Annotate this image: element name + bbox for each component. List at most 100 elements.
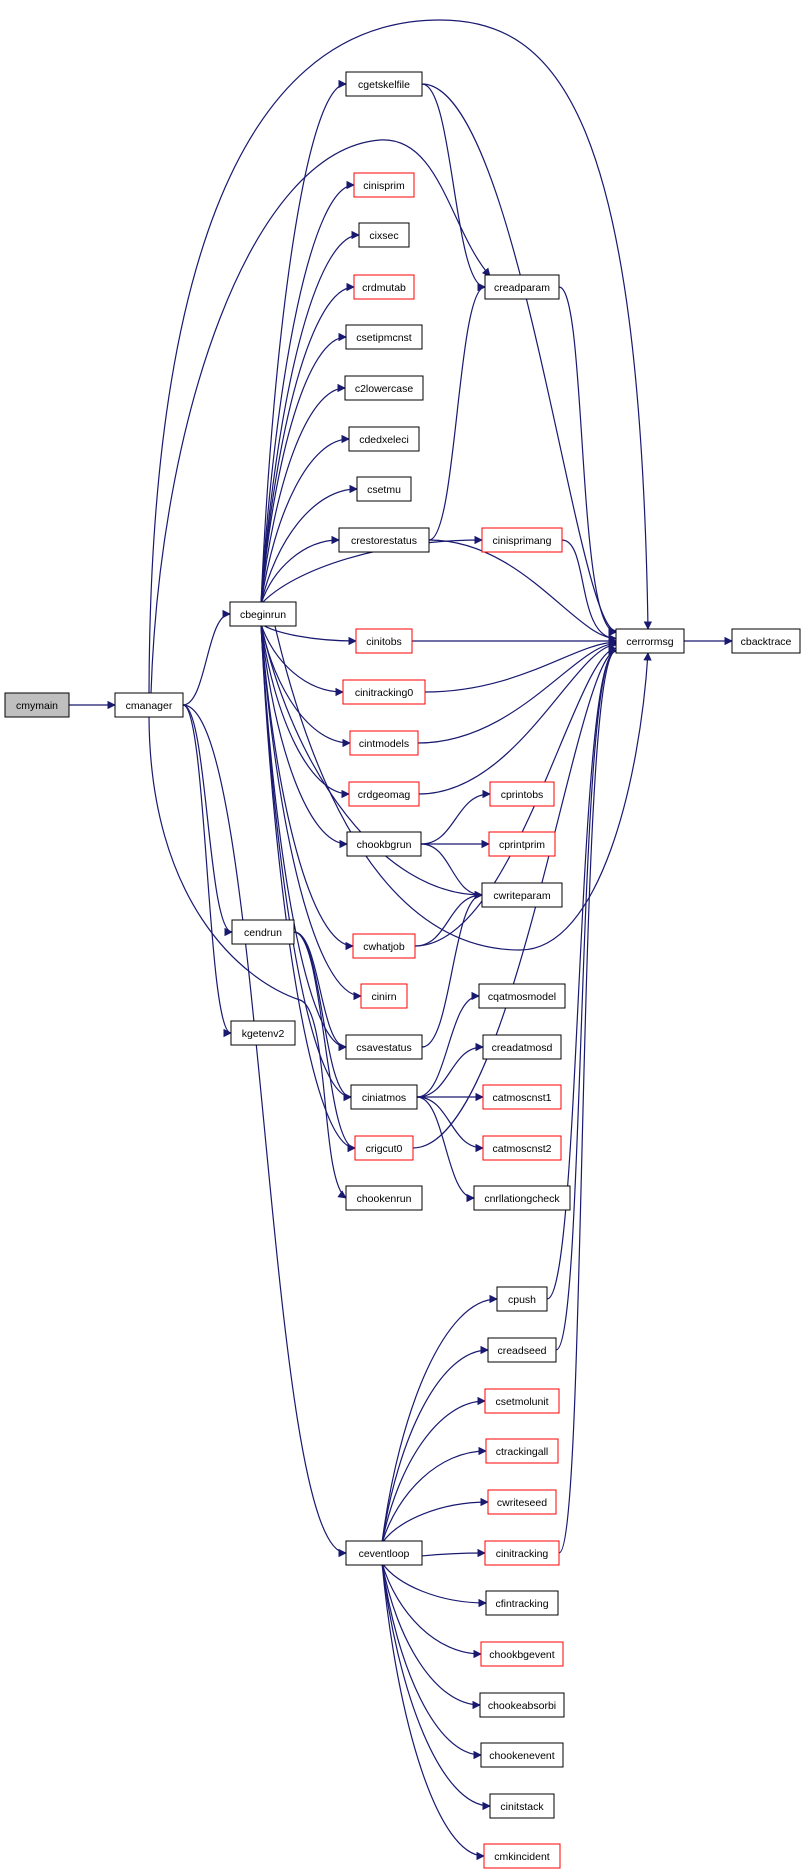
node-box-cmymain[interactable] [4,692,70,718]
node-chookenevent[interactable]: chookenevent [480,1742,564,1768]
node-box-crdgeomag[interactable] [348,781,420,807]
node-creadparam[interactable]: creadparam [484,274,560,300]
node-cinirn[interactable]: cinirn [360,983,408,1009]
node-box-cinitracking[interactable] [484,1540,560,1566]
node-box-catmoscnst2[interactable] [482,1135,562,1161]
node-cinitracking[interactable]: cinitracking [484,1540,560,1566]
node-box-crestorestatus[interactable] [338,527,430,553]
node-chookeabsorbi[interactable]: chookeabsorbi [479,1692,565,1718]
node-box-ciniatmos[interactable] [350,1084,418,1110]
node-box-cerrormsg[interactable] [615,628,685,654]
node-ceventloop[interactable]: ceventloop [345,1540,423,1566]
node-cnrllationgcheck[interactable]: cnrllationgcheck [473,1185,571,1211]
node-box-cmkincident[interactable] [483,1843,561,1869]
node-box-crdmutab[interactable] [353,274,415,300]
node-cprintprim[interactable]: cprintprim [488,831,556,857]
node-box-kgetenv2[interactable] [230,1020,296,1046]
node-cmanager[interactable]: cmanager [114,692,184,718]
node-box-cixsec[interactable] [358,222,410,248]
node-c2lowercase[interactable]: c2lowercase [344,375,424,401]
node-box-cprintprim[interactable] [488,831,556,857]
node-box-cinitstack[interactable] [489,1793,555,1819]
node-box-cinirn[interactable] [360,983,408,1009]
node-box-chookbgrun[interactable] [346,831,422,857]
node-chookbgevent[interactable]: chookbgevent [480,1641,564,1667]
node-cfintracking[interactable]: cfintracking [485,1590,559,1616]
node-box-cnrllationgcheck[interactable] [473,1185,571,1211]
node-cinitracking0[interactable]: cinitracking0 [342,679,426,705]
node-box-cgetskelfile[interactable] [345,71,423,97]
node-box-creadseed[interactable] [487,1337,557,1363]
node-box-cmanager[interactable] [114,692,184,718]
node-cendrun[interactable]: cendrun [231,919,295,945]
node-crigcut0[interactable]: crigcut0 [354,1135,414,1161]
node-box-cpush[interactable] [496,1286,548,1312]
node-box-cwhatjob[interactable] [352,933,416,959]
node-box-cendrun[interactable] [231,919,295,945]
node-catmoscnst1[interactable]: catmoscnst1 [482,1084,562,1110]
node-cgetskelfile[interactable]: cgetskelfile [345,71,423,97]
node-cerrormsg[interactable]: cerrormsg [615,628,685,654]
node-box-c2lowercase[interactable] [344,375,424,401]
node-box-cprintobs[interactable] [489,781,555,807]
node-box-chookeabsorbi[interactable] [479,1692,565,1718]
node-box-csavestatus[interactable] [345,1034,423,1060]
node-box-csetmolunit[interactable] [484,1388,560,1414]
node-csetmu[interactable]: csetmu [356,476,412,502]
node-box-chookenrun[interactable] [345,1185,423,1211]
node-box-cintmodels[interactable] [349,730,419,756]
node-box-catmoscnst1[interactable] [482,1084,562,1110]
node-box-cdedxeleci[interactable] [348,426,420,452]
node-cinisprim[interactable]: cinisprim [353,172,415,198]
node-box-csetmu[interactable] [356,476,412,502]
node-box-cinitracking0[interactable] [342,679,426,705]
node-cinisprimang[interactable]: cinisprimang [481,527,563,553]
node-csetmolunit[interactable]: csetmolunit [484,1388,560,1414]
node-chookenrun[interactable]: chookenrun [345,1185,423,1211]
node-creadatmosd[interactable]: creadatmosd [482,1034,562,1060]
node-box-cinisprimang[interactable] [481,527,563,553]
node-cwhatjob[interactable]: cwhatjob [352,933,416,959]
node-cwriteseed[interactable]: cwriteseed [487,1489,557,1515]
node-creadseed[interactable]: creadseed [487,1337,557,1363]
node-crdmutab[interactable]: crdmutab [353,274,415,300]
node-cinitobs[interactable]: cinitobs [355,628,413,654]
node-box-creadparam[interactable] [484,274,560,300]
node-cbeginrun[interactable]: cbeginrun [229,601,297,627]
node-cqatmosmodel[interactable]: cqatmosmodel [478,983,566,1009]
node-cwriteparam[interactable]: cwriteparam [481,882,563,908]
node-box-creadatmosd[interactable] [482,1034,562,1060]
node-chookbgrun[interactable]: chookbgrun [346,831,422,857]
node-box-chookbgevent[interactable] [480,1641,564,1667]
node-box-cwriteseed[interactable] [487,1489,557,1515]
node-ciniatmos[interactable]: ciniatmos [350,1084,418,1110]
node-cdedxeleci[interactable]: cdedxeleci [348,426,420,452]
node-box-crigcut0[interactable] [354,1135,414,1161]
node-box-cbeginrun[interactable] [229,601,297,627]
node-cprintobs[interactable]: cprintobs [489,781,555,807]
node-box-cinitobs[interactable] [355,628,413,654]
node-box-csetipmcnst[interactable] [345,324,423,350]
node-box-ctrackingall[interactable] [485,1438,559,1464]
node-crdgeomag[interactable]: crdgeomag [348,781,420,807]
node-box-cbacktrace[interactable] [731,628,801,654]
node-cixsec[interactable]: cixsec [358,222,410,248]
node-box-chookenevent[interactable] [480,1742,564,1768]
node-box-cfintracking[interactable] [485,1590,559,1616]
node-crestorestatus[interactable]: crestorestatus [338,527,430,553]
node-kgetenv2[interactable]: kgetenv2 [230,1020,296,1046]
node-cmymain[interactable]: cmymain [4,692,70,718]
node-csavestatus[interactable]: csavestatus [345,1034,423,1060]
node-ctrackingall[interactable]: ctrackingall [485,1438,559,1464]
node-box-cqatmosmodel[interactable] [478,983,566,1009]
node-cbacktrace[interactable]: cbacktrace [731,628,801,654]
node-cintmodels[interactable]: cintmodels [349,730,419,756]
node-cpush[interactable]: cpush [496,1286,548,1312]
node-box-cwriteparam[interactable] [481,882,563,908]
node-cmkincident[interactable]: cmkincident [483,1843,561,1869]
node-cinitstack[interactable]: cinitstack [489,1793,555,1819]
node-box-ceventloop[interactable] [345,1540,423,1566]
node-catmoscnst2[interactable]: catmoscnst2 [482,1135,562,1161]
node-box-cinisprim[interactable] [353,172,415,198]
node-csetipmcnst[interactable]: csetipmcnst [345,324,423,350]
